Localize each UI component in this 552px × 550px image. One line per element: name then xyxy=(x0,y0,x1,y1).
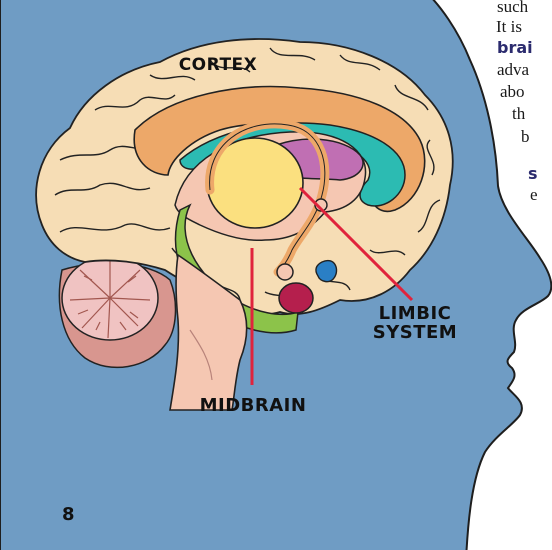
midbrain-label: MIDBRAIN xyxy=(178,397,328,416)
limbic-label-line2: SYSTEM xyxy=(360,324,470,343)
amygdala xyxy=(279,283,313,313)
pituitary xyxy=(316,261,337,282)
mammillary-body xyxy=(277,264,293,280)
page-number: 8 xyxy=(62,504,75,525)
limbic-system-label: LIMBIC SYSTEM xyxy=(360,305,470,343)
cortex-label: CORTEX xyxy=(158,57,278,75)
